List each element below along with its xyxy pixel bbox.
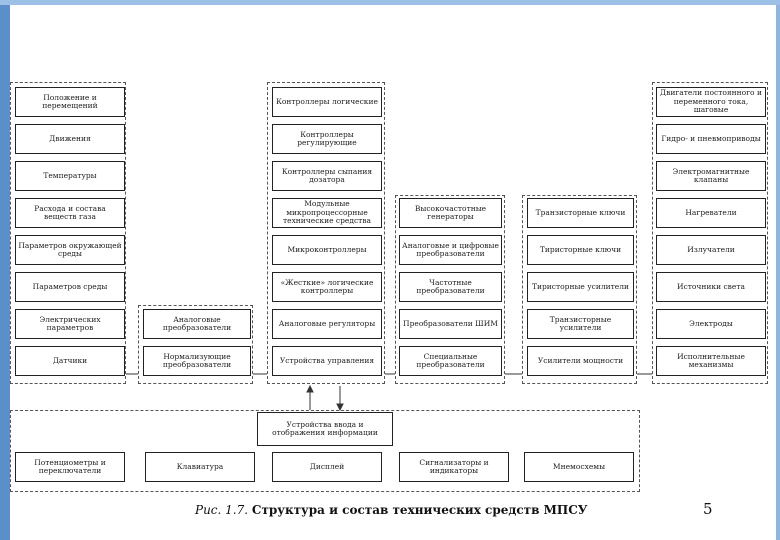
- hydro-pneumo-label: Гидро- и пневмоприводы: [661, 133, 761, 143]
- thyristor-keys-label: Тиристорные ключи: [539, 244, 622, 254]
- normalizing-converters-label: Нормализующие преобразователи: [162, 351, 232, 369]
- indicators-box: Сигнализаторы и индикаторы: [399, 452, 509, 482]
- controllers-group: [267, 82, 385, 384]
- sensor-flow-box: Расхода и состава веществ газа: [15, 198, 125, 228]
- sensors-group: [10, 82, 126, 384]
- keyboard-label: Клавиатура: [176, 461, 224, 471]
- ad-converters-label: Аналоговые и цифровые преобразователи: [402, 240, 499, 258]
- indicators-label: Сигнализаторы и индикаторы: [419, 457, 489, 475]
- sensor-medium-label: Параметров среды: [32, 281, 108, 291]
- mimic-diagrams-box: Мнемосхемы: [524, 452, 634, 482]
- sensor-environment-label: Параметров окружающей среды: [18, 240, 122, 258]
- light-sources-box: Источники света: [656, 272, 766, 302]
- page-number: 5: [703, 500, 713, 518]
- figure-caption: Рис. 1.7. Структура и состав технических…: [195, 503, 588, 517]
- valves-box: Электромагнитные клапаны: [656, 161, 766, 191]
- io-hub-box: Устройства ввода и отображения информаци…: [257, 412, 393, 446]
- sensors-box: Датчики: [15, 346, 125, 376]
- sensor-position-box: Положение и перемещений: [15, 87, 125, 117]
- sensor-motion-label: Движения: [49, 133, 91, 143]
- potentiometers-label: Потенциометры и переключатели: [34, 457, 106, 475]
- figure-caption-prefix: Рис. 1.7.: [195, 503, 249, 517]
- light-sources-label: Источники света: [677, 281, 745, 291]
- amplifiers-group: [522, 195, 637, 384]
- electrodes-label: Электроды: [689, 318, 733, 328]
- io-hub-label: Устройства ввода и отображения информаци…: [272, 419, 378, 437]
- normalizing-converters-box: Нормализующие преобразователи: [143, 346, 251, 376]
- thyristor-amps-label: Тиристорные усилители: [532, 281, 629, 291]
- hf-generators-label: Высокочастотные генераторы: [414, 203, 487, 221]
- figure-caption-title: Структура и состав технических средств М…: [251, 503, 588, 517]
- slide-top-bar: [0, 0, 780, 5]
- sensor-temperature-label: Температуры: [43, 170, 97, 180]
- logic-controllers-box: Контроллеры логические: [272, 87, 382, 117]
- analog-regulators-label: Аналоговые регуляторы: [278, 318, 376, 328]
- display-label: Дисплей: [309, 461, 345, 471]
- dosing-controllers-label: Контроллеры сыпания дозатора: [281, 166, 373, 184]
- control-devices-label: Устройства управления: [279, 355, 375, 365]
- special-converters-box: Специальные преобразователи: [399, 346, 502, 376]
- analog-converters-box: Аналоговые преобразователи: [143, 309, 251, 339]
- actuators-group: [652, 82, 768, 384]
- power-amps-label: Усилители мощности: [537, 355, 624, 365]
- frequency-converters-label: Частотные преобразователи: [416, 277, 485, 295]
- emitters-label: Излучатели: [687, 244, 735, 254]
- sensors-label: Датчики: [52, 355, 88, 365]
- microcontrollers-box: Микроконтроллеры: [272, 235, 382, 265]
- frequency-converters-box: Частотные преобразователи: [399, 272, 502, 302]
- transistor-amps-box: Транзисторные усилители: [527, 309, 634, 339]
- analog-converters-label: Аналоговые преобразователи: [162, 314, 232, 332]
- thyristor-keys-box: Тиристорные ключи: [527, 235, 634, 265]
- modular-micro-box: Модульные микропроцессорные технические …: [272, 198, 382, 228]
- heaters-box: Нагреватели: [656, 198, 766, 228]
- transistor-amps-label: Транзисторные усилители: [549, 314, 612, 332]
- dosing-controllers-box: Контроллеры сыпания дозатора: [272, 161, 382, 191]
- analog-regulators-box: Аналоговые регуляторы: [272, 309, 382, 339]
- sensor-environment-box: Параметров окружающей среды: [15, 235, 125, 265]
- hf-generators-box: Высокочастотные генераторы: [399, 198, 502, 228]
- motors-label: Двигатели постоянного и переменного тока…: [660, 88, 762, 115]
- sensor-temperature-box: Температуры: [15, 161, 125, 191]
- power-converters-group: [395, 195, 505, 384]
- keyboard-box: Клавиатура: [145, 452, 255, 482]
- logic-controllers-label: Контроллеры логические: [276, 96, 378, 106]
- electrodes-box: Электроды: [656, 309, 766, 339]
- sensor-electrical-box: Электрических параметров: [15, 309, 125, 339]
- sensor-position-label: Положение и перемещений: [42, 92, 98, 110]
- display-box: Дисплей: [272, 452, 382, 482]
- sensor-electrical-label: Электрических параметров: [39, 314, 101, 332]
- motors-box: Двигатели постоянного и переменного тока…: [656, 87, 766, 117]
- potentiometers-box: Потенциометры и переключатели: [15, 452, 125, 482]
- heaters-label: Нагреватели: [685, 207, 737, 217]
- microcontrollers-label: Микроконтроллеры: [287, 244, 367, 254]
- io-devices-group: [10, 410, 640, 492]
- ad-converters-box: Аналоговые и цифровые преобразователи: [399, 235, 502, 265]
- emitters-box: Излучатели: [656, 235, 766, 265]
- sensor-medium-box: Параметров среды: [15, 272, 125, 302]
- pwm-converters-label: Преобразователи ШИМ: [403, 318, 498, 328]
- control-devices-box: Устройства управления: [272, 346, 382, 376]
- hard-logic-label: «Жесткие» логические контроллеры: [280, 277, 374, 295]
- transistor-keys-label: Транзисторные ключи: [535, 207, 626, 217]
- special-converters-label: Специальные преобразователи: [416, 351, 485, 369]
- valves-label: Электромагнитные клапаны: [672, 166, 750, 184]
- transistor-keys-box: Транзисторные ключи: [527, 198, 634, 228]
- mimic-diagrams-label: Мнемосхемы: [552, 461, 606, 471]
- thyristor-amps-box: Тиристорные усилители: [527, 272, 634, 302]
- actuators-label: Исполнительные механизмы: [677, 351, 745, 369]
- power-amps-box: Усилители мощности: [527, 346, 634, 376]
- regulating-controllers-box: Контроллеры регулирующие: [272, 124, 382, 154]
- sensor-motion-box: Движения: [15, 124, 125, 154]
- actuators-box: Исполнительные механизмы: [656, 346, 766, 376]
- sensor-flow-label: Расхода и состава веществ газа: [34, 203, 106, 221]
- converters-group: [138, 305, 253, 384]
- regulating-controllers-label: Контроллеры регулирующие: [297, 129, 357, 147]
- hard-logic-box: «Жесткие» логические контроллеры: [272, 272, 382, 302]
- hydro-pneumo-box: Гидро- и пневмоприводы: [656, 124, 766, 154]
- pwm-converters-box: Преобразователи ШИМ: [399, 309, 502, 339]
- modular-micro-label: Модульные микропроцессорные технические …: [282, 199, 372, 226]
